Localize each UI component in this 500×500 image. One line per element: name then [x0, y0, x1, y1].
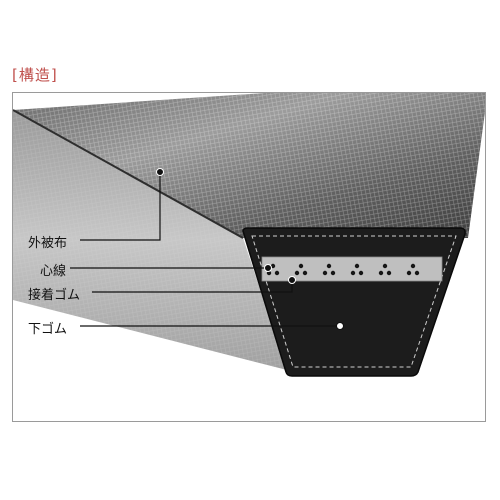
leader-lines [70, 172, 340, 327]
label-adhesive-rubber: 接着ゴム [28, 288, 81, 303]
label-lower-rubber: 下ゴム [28, 322, 68, 337]
leader-dots [156, 168, 344, 330]
section-heading: [構造] [12, 66, 58, 84]
label-cover-fabric: 外被布 [28, 236, 68, 251]
core-cords [266, 263, 420, 276]
leader-cover-fabric [80, 172, 161, 241]
label-core-cord: 心線 [40, 264, 67, 279]
